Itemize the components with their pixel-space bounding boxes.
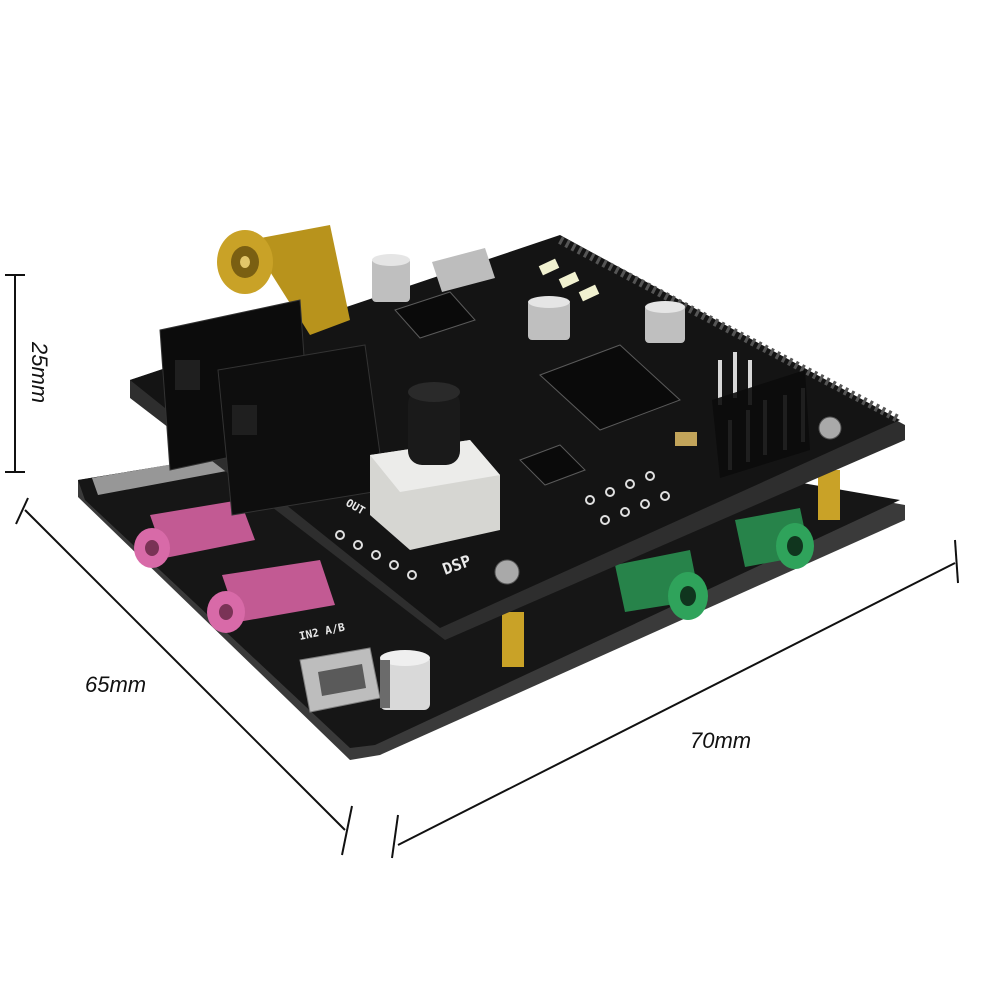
depth-label: 65mm [85, 672, 146, 697]
brass-standoff-1 [502, 612, 524, 667]
green-audio-jack-1 [615, 550, 708, 620]
rca-connector-icon [217, 225, 350, 335]
width-label: 70mm [690, 728, 751, 753]
chip-icon [394, 291, 681, 486]
capacitor-icon [380, 650, 430, 710]
pink-audio-jack-2 [207, 560, 335, 633]
green-audio-jack-2 [735, 508, 814, 569]
potentiometer-icon [370, 382, 500, 550]
usb-port-icon [299, 647, 381, 713]
depth-dimension: 65mm [15, 497, 353, 856]
pink-audio-jack-1 [134, 500, 255, 568]
height-dimension: 25mm [5, 274, 52, 473]
usb-port-icon [432, 248, 495, 292]
capacitor-icon [372, 254, 685, 343]
brass-standoff-2 [818, 470, 840, 520]
width-dimension: 70mm [391, 539, 959, 859]
upper-pcb-board: DSP OUT [130, 225, 905, 640]
height-label: 25mm [27, 341, 52, 403]
pin-header-icon [558, 236, 902, 424]
screw-1 [494, 559, 520, 585]
optical-port-icon [159, 299, 386, 516]
screw-2 [818, 416, 842, 440]
